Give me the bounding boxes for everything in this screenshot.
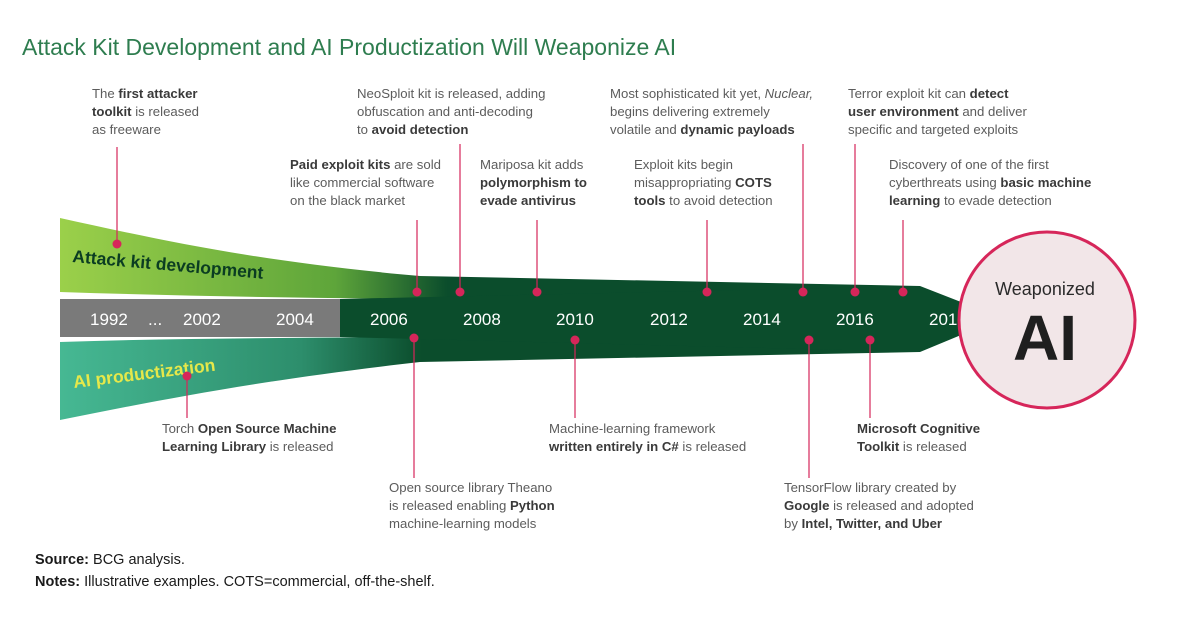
event-marker [850, 287, 860, 297]
event-marker [532, 287, 542, 297]
event-marker [455, 287, 465, 297]
year-label: 2004 [276, 310, 314, 329]
top-leaders [116, 144, 904, 292]
ai-big-label: AI [1013, 302, 1077, 374]
ai-productization-band [60, 337, 920, 420]
event-marker [804, 335, 814, 345]
notes-line: Notes: Illustrative examples. COTS=comme… [35, 574, 435, 590]
notes-text: Illustrative examples. COTS=commercial, … [80, 574, 435, 590]
page-title: Attack Kit Development and AI Productiza… [22, 34, 677, 60]
year-label: 2016 [836, 310, 874, 329]
attack-kit-band [60, 218, 920, 299]
weaponized-label: Weaponized [995, 279, 1095, 299]
year-label: 2014 [743, 310, 781, 329]
year-label: 2008 [463, 310, 501, 329]
event-marker [182, 371, 192, 381]
year-label: ... [148, 310, 162, 329]
year-label: 2012 [650, 310, 688, 329]
event-markers [112, 239, 908, 381]
year-label: 2010 [556, 310, 594, 329]
year-label: 2018 [929, 310, 967, 329]
year-labels: 1992 ... 2002 2004 2006 2008 2010 2012 2… [90, 310, 967, 329]
event-marker [898, 287, 908, 297]
event-marker [570, 335, 580, 345]
source-text: BCG analysis. [89, 552, 185, 568]
source-label: Source: [35, 552, 89, 568]
event-marker [409, 333, 419, 343]
event-marker [412, 287, 422, 297]
timeline-arrow [340, 286, 1002, 352]
source-line: Source: BCG analysis. [35, 552, 185, 568]
event-marker [702, 287, 712, 297]
notes-label: Notes: [35, 574, 81, 590]
year-label: 2002 [183, 310, 221, 329]
event-marker [798, 287, 808, 297]
event-marker [865, 335, 875, 345]
year-label: 2006 [370, 310, 408, 329]
year-label: 1992 [90, 310, 128, 329]
bottom-leaders [186, 338, 871, 478]
event-marker [112, 239, 122, 249]
weaponized-ai-circle [957, 230, 1137, 410]
annotation-nuclear-kit: Most sophisticated kit yet, Nuclear,begi… [610, 86, 814, 137]
